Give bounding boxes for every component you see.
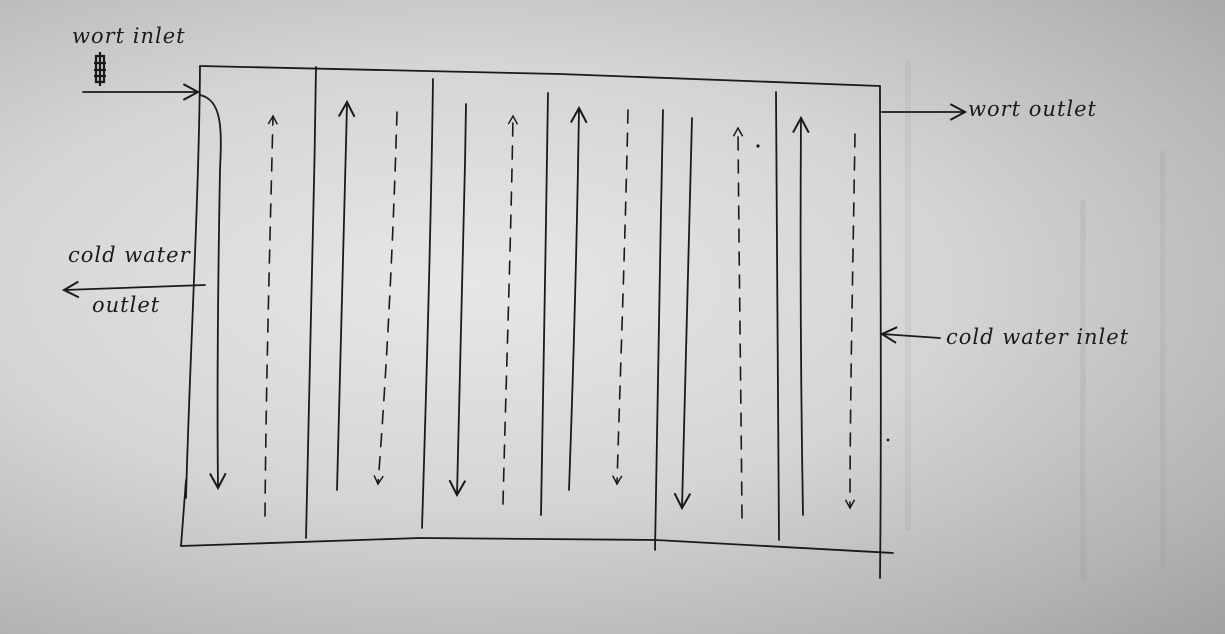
- frame-bottom-edge: [180, 537, 894, 554]
- plate-divider: [305, 66, 317, 539]
- water-channel-up: [264, 114, 279, 517]
- plate-divider: [654, 109, 664, 551]
- wort-inlet-label: wort inlet: [72, 24, 186, 48]
- wort-outlet-label: wort outlet: [968, 97, 1097, 121]
- cold-water-inlet-arrow: [879, 326, 941, 344]
- bleed-through-text: [905, 60, 911, 530]
- frame-top-edge: [199, 65, 881, 87]
- water-channel-up: [732, 126, 744, 519]
- bleed-through-text: [1160, 150, 1166, 570]
- cold-water-outlet-label-line2: outlet: [92, 293, 161, 317]
- plate-divider: [421, 78, 434, 529]
- water-channel-down: [844, 133, 856, 510]
- cold-water-inlet-label: cold water inlet: [946, 325, 1130, 349]
- wort-channel-up: [792, 115, 810, 516]
- water-channel-up: [502, 114, 519, 505]
- cold-water-outlet-arrow: [61, 280, 206, 299]
- frame-left-bottom: [180, 479, 187, 547]
- wort-channel-down: [673, 117, 693, 511]
- cold-water-outlet-label-line1: cold water: [68, 243, 191, 267]
- frame-left-edge: [185, 65, 201, 499]
- bleed-through-text: [1080, 200, 1086, 580]
- frame-right-edge: [879, 85, 882, 579]
- ink-dot: [886, 438, 890, 442]
- wort-channel-up: [568, 105, 588, 491]
- plate-divider: [775, 91, 780, 541]
- water-channel-down: [373, 111, 398, 486]
- ink-dot: [756, 144, 760, 148]
- wort-channel-first-down: [199, 94, 227, 491]
- plate-divider: [540, 92, 549, 516]
- wort-channel-down: [448, 103, 467, 498]
- scribble-mark: [94, 52, 106, 86]
- water-channel-down: [612, 109, 629, 486]
- wort-channel-up: [336, 99, 356, 491]
